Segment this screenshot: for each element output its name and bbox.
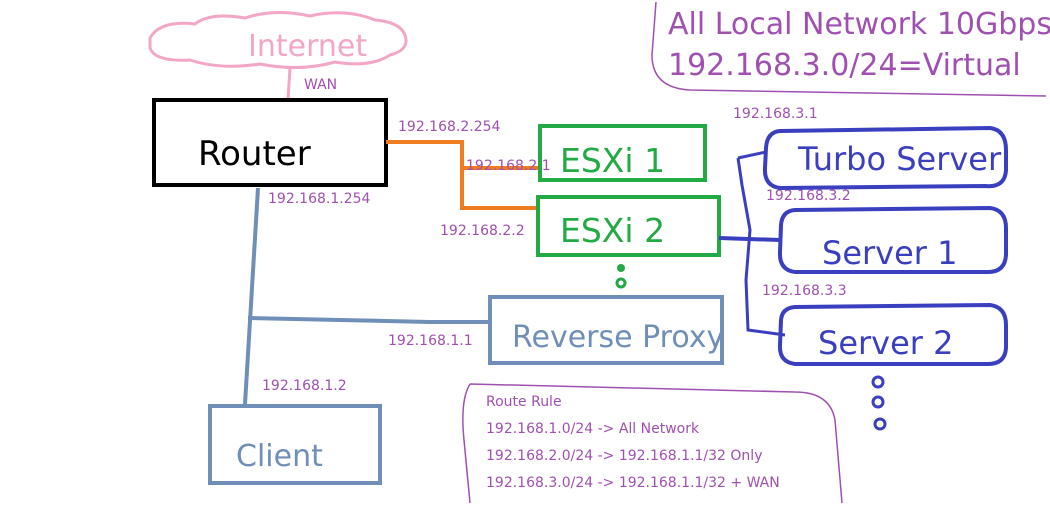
turbo-server-label: Turbo Server xyxy=(797,140,1002,178)
server2-label: Server 2 xyxy=(818,324,953,362)
link-lan-proxy xyxy=(247,316,490,324)
router-lan-ip: 192.168.1.254 xyxy=(268,191,371,207)
wan-label: WAN xyxy=(304,77,337,93)
server-more-dot-3 xyxy=(873,417,887,431)
server-more-dot-2 xyxy=(871,395,885,409)
internet-label: Internet xyxy=(248,29,367,64)
router-esxi-ip: 192.168.2.254 xyxy=(398,119,501,135)
client-label: Client xyxy=(236,439,323,474)
route-rule-2: 192.168.2.0/24 -> 192.168.1.1/32 Only xyxy=(486,448,762,464)
header-line1: All Local Network 10Gbps xyxy=(668,7,1050,42)
route-rules-title: Route Rule xyxy=(486,394,562,410)
wan-link xyxy=(286,67,292,101)
esxi-more-dot-1 xyxy=(617,264,625,272)
link-router-esxi2 xyxy=(460,142,538,210)
server1-ip: 192.168.3.2 xyxy=(766,188,851,204)
server1-box xyxy=(777,205,1008,274)
route-rules-bracket xyxy=(462,383,843,504)
server1-label: Server 1 xyxy=(822,234,957,272)
router-label: Router xyxy=(198,134,311,174)
reverse-proxy-box xyxy=(488,295,724,365)
internet-cloud: Internet xyxy=(148,10,408,70)
client-ip: 192.168.1.2 xyxy=(262,378,347,394)
reverse-proxy-label: Reverse Proxy xyxy=(512,320,724,355)
link-router-lan xyxy=(243,187,260,405)
turbo-server-box xyxy=(762,125,1008,191)
server-more-dot-1 xyxy=(871,375,885,389)
link-turbo xyxy=(737,150,767,160)
esxi1-ip: 192.168.2.1 xyxy=(466,158,551,174)
esxi-more-dot-2 xyxy=(615,277,627,289)
esxi2-ip: 192.168.2.2 xyxy=(440,223,525,239)
client-box xyxy=(208,404,382,485)
server2-box xyxy=(777,302,1008,366)
header-bracket xyxy=(651,1,1047,97)
link-virtual-bus xyxy=(736,157,786,337)
esxi1-label: ESXi 1 xyxy=(560,141,665,180)
server2-ip: 192.168.3.3 xyxy=(762,283,847,299)
turbo-ip: 192.168.3.1 xyxy=(733,106,818,122)
route-rule-1: 192.168.1.0/24 -> All Network xyxy=(486,421,700,437)
esxi1-box xyxy=(538,124,707,182)
route-rule-3: 192.168.3.0/24 -> 192.168.1.1/32 + WAN xyxy=(486,475,780,491)
header-line2: 192.168.3.0/24=Virtual xyxy=(668,48,1021,83)
link-esxi2-server1 xyxy=(718,236,781,242)
esxi2-box xyxy=(536,195,721,257)
proxy-ip: 192.168.1.1 xyxy=(388,333,473,349)
esxi2-label: ESXi 2 xyxy=(560,211,665,250)
